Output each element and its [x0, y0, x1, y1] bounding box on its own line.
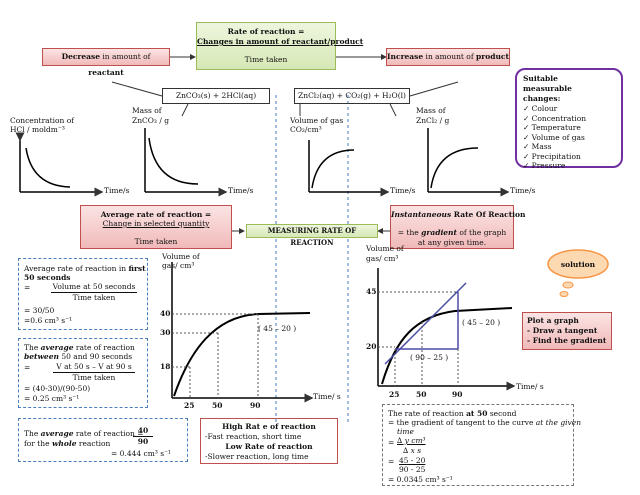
measurable-item: ✓ Pressure	[523, 161, 566, 170]
right-xtick-25: 25	[389, 390, 400, 399]
high-low-rate-box: High Rat e of reaction -Fast reaction, s…	[200, 418, 338, 464]
reactant-line	[111, 81, 163, 97]
check-icon: ✓	[523, 123, 532, 132]
instantaneous-box: Instantaneous Rate Of Reaction = the gra…	[390, 205, 525, 249]
measurable-item: ✓ Concentration	[523, 113, 587, 123]
graph1-xlabel: Time/s	[104, 186, 130, 195]
measurable-item: ✓ Mass	[523, 142, 552, 151]
mid-xtick-50: 50	[212, 401, 223, 410]
curve-hcl	[25, 147, 71, 188]
rate-numerator: Changes in amount of reactant/product	[197, 37, 364, 46]
cloud-shape	[547, 249, 609, 279]
solution-label: solution	[560, 260, 596, 269]
tangent-line	[384, 282, 467, 365]
check-icon: ✓	[523, 142, 532, 151]
mid-ytick-40: 40	[160, 309, 171, 318]
graph4-xlabel: Time/s	[510, 186, 536, 195]
plot-steps-box: Plot a graph - Draw a tangent - Find the…	[522, 312, 612, 350]
graph4-ylabel: Mass of	[416, 106, 446, 115]
calc-between-50-90s: The average rate of reaction between 50 …	[18, 338, 148, 408]
right-annotation-2: ( 90 – 25 )	[410, 353, 449, 362]
middle-curve	[173, 312, 311, 397]
reactants-box: ZnCO₃(s) + 2HCl(aq)	[162, 88, 270, 104]
measurable-item: ✓ Precipitation	[523, 151, 581, 161]
measuring-title: MEASURING RATE OF REACTION	[246, 224, 378, 247]
mid-xtick-90: 90	[250, 401, 261, 410]
mid-graph-annotation: ( 45 – 20 )	[258, 324, 297, 333]
graph-co2	[308, 140, 390, 197]
measurable-list: ✓ Colour✓ Concentration✓ Temperature✓ Vo…	[523, 104, 615, 171]
check-icon: ✓	[523, 161, 532, 170]
mid-xtick-25: 25	[184, 401, 195, 410]
curve-zncl2	[430, 147, 479, 189]
right-graph-xlabel: Time/ s	[516, 382, 544, 391]
rate-definition-box: Rate of reaction = Changes in amount of …	[196, 22, 363, 70]
calc-at-50s: The rate of reaction at 50 second = the …	[382, 404, 581, 486]
calc-first-50s: Average rate of reaction in first 50 sec…	[18, 258, 148, 330]
measurable-item: ✓ Temperature	[523, 123, 581, 132]
rate-denominator: Time taken	[244, 55, 288, 64]
check-icon: ✓	[523, 113, 532, 123]
measurable-changes-box: Suitable measurable changes: ✓ Colour✓ C…	[515, 68, 623, 171]
curve-znco3	[148, 137, 199, 185]
measurable-item: ✓ Colour	[523, 104, 558, 113]
graph-zncl2	[427, 128, 510, 197]
right-graph-ylabel: Volume of	[366, 244, 404, 253]
right-curve	[381, 307, 513, 385]
decrease-box: Decrease in amount of reactant	[42, 48, 170, 77]
right-xtick-50: 50	[416, 390, 427, 399]
graph3-ylabel: Volume of gas	[290, 116, 344, 125]
increase-box: Increase in amount of product	[386, 48, 510, 66]
graph-znco3	[144, 128, 228, 197]
products-box: ZnCl₂(aq) + CO₂(g) + H₂O(l)	[294, 88, 410, 104]
product-line	[409, 81, 459, 97]
right-annotation-1: ( 45 – 20 )	[462, 318, 501, 327]
right-ytick-45: 45	[366, 287, 377, 296]
right-xtick-90: 90	[452, 390, 463, 399]
mid-ytick-18: 18	[160, 362, 171, 371]
mid-graph-xlabel: Time/ s	[313, 392, 341, 401]
average-rate-box: Average rate of reaction = Change in sel…	[80, 205, 232, 249]
graph2-ylabel: Mass of	[132, 106, 162, 115]
mid-ytick-30: 30	[160, 328, 171, 337]
measurable-item: ✓ Volume of gas	[523, 132, 585, 142]
check-icon: ✓	[523, 132, 532, 142]
curve-co2	[311, 149, 355, 189]
graph1-ylabel: Concentration of	[10, 116, 75, 125]
check-icon: ✓	[523, 104, 532, 113]
calc-whole-reaction: The average rate of reaction = for the w…	[18, 418, 188, 462]
mid-graph-ylabel: Volume of	[162, 252, 200, 261]
graph3-xlabel: Time/s	[390, 186, 416, 195]
graph-hcl	[15, 132, 104, 197]
check-icon: ✓	[523, 151, 532, 161]
right-ytick-20: 20	[366, 342, 377, 351]
graph2-xlabel: Time/s	[228, 186, 254, 195]
